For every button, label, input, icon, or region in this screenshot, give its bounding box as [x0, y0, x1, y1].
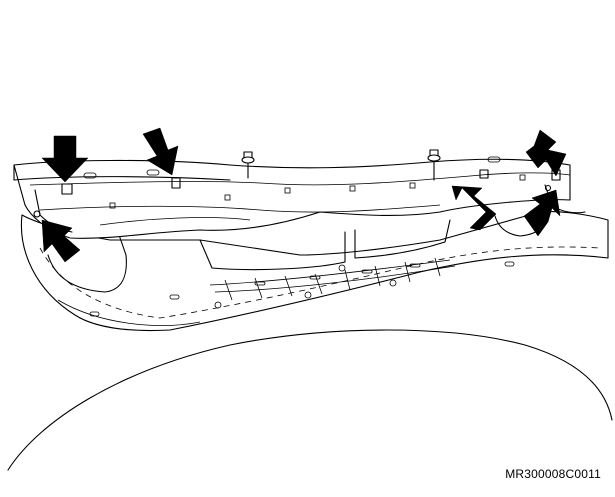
- arrow-up-left-bolt: [41, 219, 81, 263]
- arrow-up-right-bolt-outer: [523, 189, 561, 237]
- vehicle-body-outline: [7, 329, 613, 471]
- arrow-diagonal-center-clip: [142, 127, 179, 176]
- bumper-cover: [20, 211, 609, 332]
- indication-arrows: [41, 127, 567, 263]
- mounting-studs: [61, 149, 561, 195]
- arrow-down-left-clip: [41, 135, 89, 183]
- figure-reference-code: MR300008C0011: [505, 467, 601, 481]
- arrow-down-right-clip: [525, 129, 567, 177]
- arrow-up-right-bolt-inner: [451, 185, 497, 231]
